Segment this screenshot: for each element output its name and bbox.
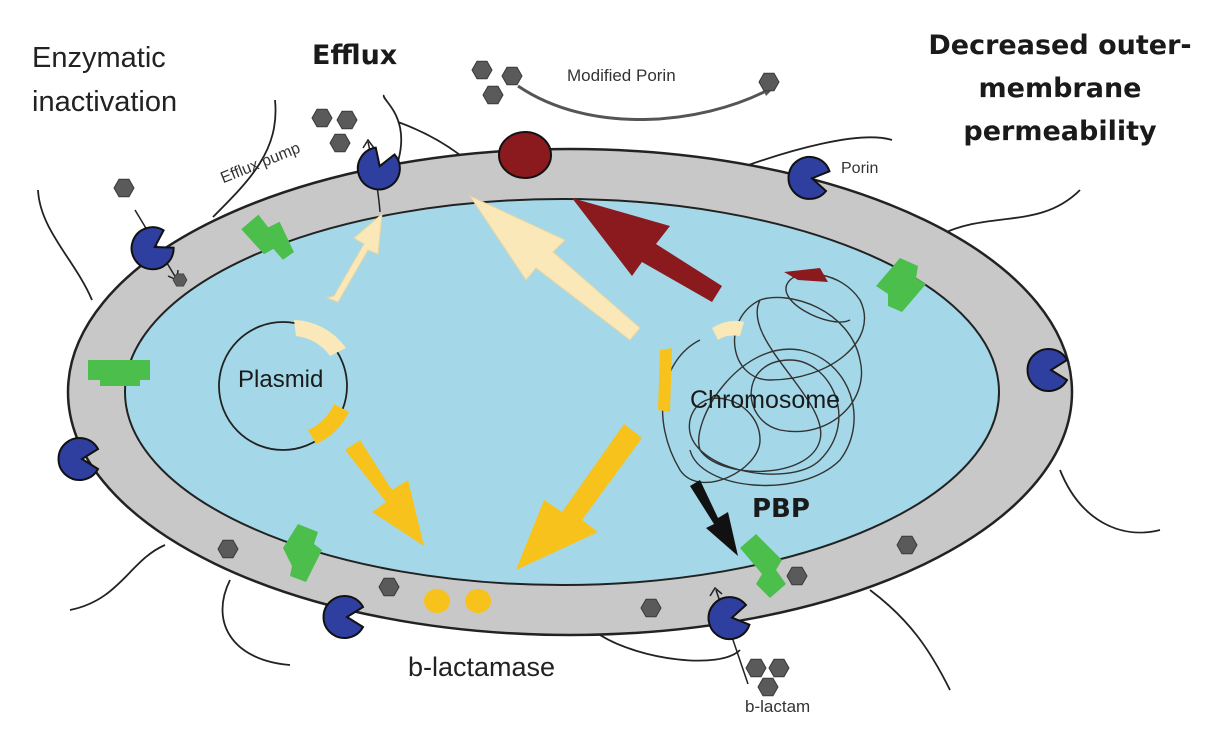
pbp-bottom-right	[740, 534, 786, 598]
modified-porin	[498, 131, 552, 179]
arrow-modified-porin	[517, 84, 769, 122]
cytoplasm	[124, 198, 1000, 586]
arrows	[325, 82, 778, 570]
arrow-plasmid-to-enzyme	[345, 440, 424, 546]
pbp-proteins	[88, 214, 926, 598]
arrow-chromosome-to-porin	[572, 198, 722, 302]
pbp-left	[88, 360, 150, 386]
plasmid-gene-yellow	[308, 404, 349, 444]
label-b-lactamase: b-lactamase	[408, 652, 556, 682]
plasmid-gene-light	[294, 320, 346, 356]
label-b-lactam: b-lactam	[745, 697, 811, 716]
label-chromosome: Chromosome	[690, 386, 841, 414]
chromosome-gene-darkred	[784, 268, 828, 282]
label-efflux: Efflux	[312, 40, 398, 71]
porin-bottom-left	[322, 595, 364, 639]
label-plasmid: Plasmid	[238, 366, 324, 393]
b-lactamase-enzymes	[424, 589, 491, 613]
label-porin: Porin	[841, 160, 879, 177]
chromosome-dna	[661, 273, 866, 487]
pbp-bottom-left	[283, 524, 322, 582]
arrow-chromosome-to-pbp	[690, 480, 738, 556]
pbp-right	[876, 258, 926, 312]
arrow-chromosome-to-enzyme	[516, 424, 642, 570]
pbp-efflux-pump	[241, 214, 294, 260]
chromosome-gene-yellow	[658, 348, 672, 412]
label-modified-porin: Modified Porin	[567, 66, 676, 85]
label-enzymatic-inactivation: Enzymatic inactivation	[32, 42, 178, 118]
plasmid-circle	[218, 321, 348, 451]
chromosome-gene-light	[712, 320, 744, 340]
arrow-plasmid-to-efflux	[325, 212, 383, 303]
label-pbp: PBP	[752, 494, 810, 524]
arrow-chromosome-to-efflux	[468, 194, 641, 341]
label-decreased-permeability: Decreased outer-membrane permeability	[928, 30, 1192, 147]
